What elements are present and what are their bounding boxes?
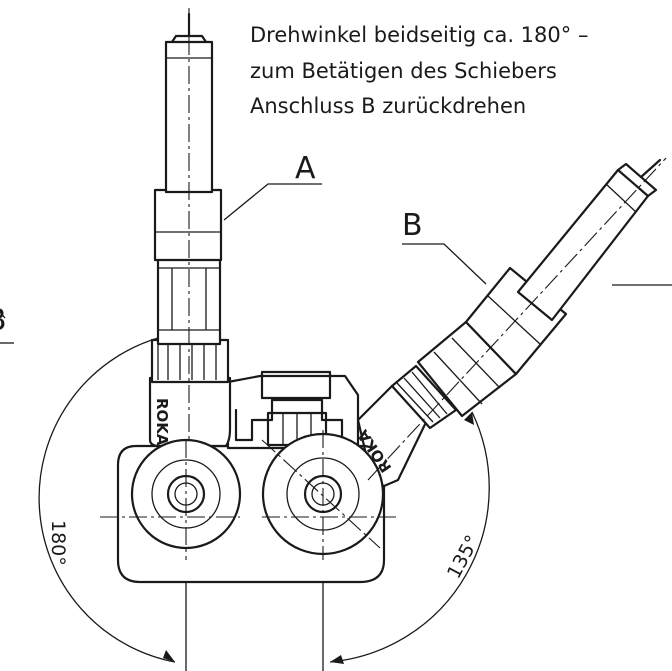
port-a-body: [148, 12, 232, 448]
center-lines: [100, 8, 667, 560]
label-a: A: [295, 151, 316, 186]
leader-b: [402, 243, 487, 285]
label-b: B: [402, 208, 423, 243]
brand-label-left: ROKA: [153, 398, 171, 446]
note-line-1: Drehwinkel beidseitig ca. 180° –: [250, 23, 588, 47]
left-edge-tick: [0, 311, 6, 319]
angle-label-right: 135°: [443, 532, 484, 583]
leader-a: [223, 183, 322, 221]
note-line-2: zum Betätigen des Schiebers: [250, 59, 557, 83]
note-line-3: Anschluss B zurückdrehen: [250, 94, 526, 118]
label-b-left-edge: B: [0, 303, 7, 338]
angle-label-left: 180°: [47, 520, 69, 566]
